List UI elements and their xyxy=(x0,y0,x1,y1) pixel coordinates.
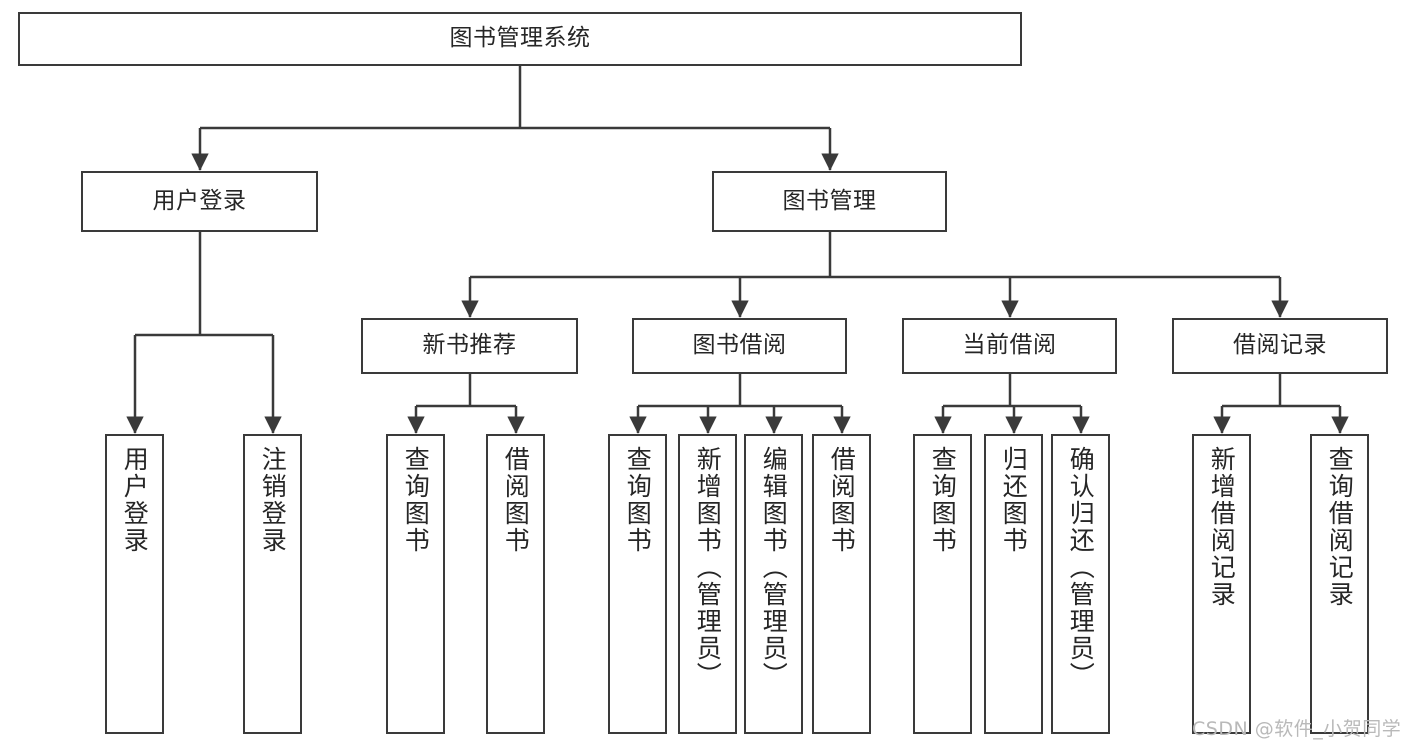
csdn-watermark: CSDN @软件_小贺同学 xyxy=(1192,718,1402,740)
node-label: 注销登录 xyxy=(258,446,288,554)
node-user-login[interactable]: 用户登录 xyxy=(81,171,318,232)
node-borrow-record[interactable]: 借阅记录 xyxy=(1172,318,1388,374)
node-label: 用户登录 xyxy=(152,187,247,214)
node-book-manage[interactable]: 图书管理 xyxy=(712,171,947,232)
node-book-borrow[interactable]: 图书借阅 xyxy=(632,318,847,374)
node-label: 新书推荐 xyxy=(422,332,517,359)
node-label: 借阅图书 xyxy=(827,446,857,554)
node-leaf-user-logout[interactable]: 注销登录 xyxy=(243,434,302,734)
node-leaf-add-book-admin[interactable]: 新增图书（管理员） xyxy=(678,434,737,734)
node-label: 图书借阅 xyxy=(692,332,787,359)
node-label: 查询图书 xyxy=(928,446,958,554)
node-leaf-query-book-1[interactable]: 查询图书 xyxy=(386,434,445,734)
node-leaf-add-borrow-record[interactable]: 新增借阅记录 xyxy=(1192,434,1251,734)
node-leaf-return-book[interactable]: 归还图书 xyxy=(984,434,1043,734)
node-leaf-borrow-book-2[interactable]: 借阅图书 xyxy=(812,434,871,734)
node-leaf-borrow-book-1[interactable]: 借阅图书 xyxy=(486,434,545,734)
node-label: 图书管理 xyxy=(782,187,877,214)
node-label: 查询借阅记录 xyxy=(1325,446,1355,608)
node-label: 查询图书 xyxy=(623,446,653,554)
node-new-book-recommend[interactable]: 新书推荐 xyxy=(361,318,578,374)
node-label: 确认归还（管理员） xyxy=(1066,446,1096,689)
node-leaf-query-borrow-record[interactable]: 查询借阅记录 xyxy=(1310,434,1369,734)
node-leaf-edit-book-admin[interactable]: 编辑图书（管理员） xyxy=(744,434,803,734)
node-label: 归还图书 xyxy=(999,446,1029,554)
node-leaf-user-login[interactable]: 用户登录 xyxy=(105,434,164,734)
node-label: 新增图书（管理员） xyxy=(693,446,723,689)
node-leaf-confirm-return-admin[interactable]: 确认归还（管理员） xyxy=(1051,434,1110,734)
node-label: 新增借阅记录 xyxy=(1207,446,1237,608)
node-label: 编辑图书（管理员） xyxy=(759,446,789,689)
node-leaf-query-book-2[interactable]: 查询图书 xyxy=(608,434,667,734)
node-label: 查询图书 xyxy=(401,446,431,554)
node-label: 用户登录 xyxy=(120,446,150,554)
node-leaf-query-book-3[interactable]: 查询图书 xyxy=(913,434,972,734)
node-root[interactable]: 图书管理系统 xyxy=(18,12,1022,66)
node-label: 借阅记录 xyxy=(1233,332,1327,359)
node-label: 借阅图书 xyxy=(501,446,531,554)
node-current-borrow[interactable]: 当前借阅 xyxy=(902,318,1117,374)
node-label: 当前借阅 xyxy=(962,332,1057,359)
node-label: 图书管理系统 xyxy=(449,25,591,52)
